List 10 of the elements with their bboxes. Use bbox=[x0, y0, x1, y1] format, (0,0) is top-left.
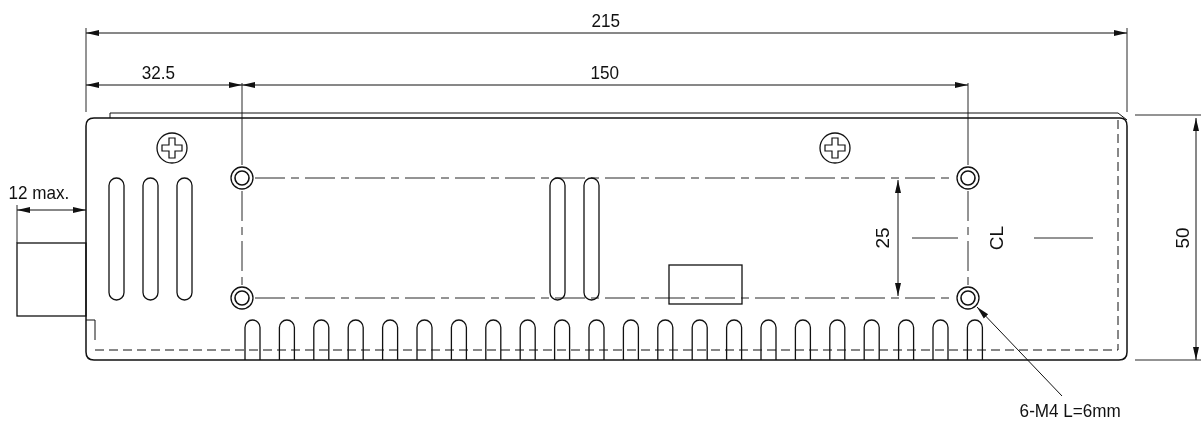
dimension-label: 32.5 bbox=[141, 63, 175, 83]
dimension-label: 150 bbox=[590, 63, 620, 83]
dimension-label: 12 max. bbox=[8, 183, 70, 203]
centerline-symbol: CL bbox=[987, 225, 1008, 251]
leader-line bbox=[976, 306, 1063, 397]
dimension-label: 25 bbox=[872, 227, 893, 249]
callout-label: 6-M4 L=6mm bbox=[1019, 401, 1121, 421]
dimension-label: 50 bbox=[1172, 227, 1193, 249]
dimension-label: 215 bbox=[591, 11, 621, 31]
mounting-hole bbox=[956, 286, 980, 310]
